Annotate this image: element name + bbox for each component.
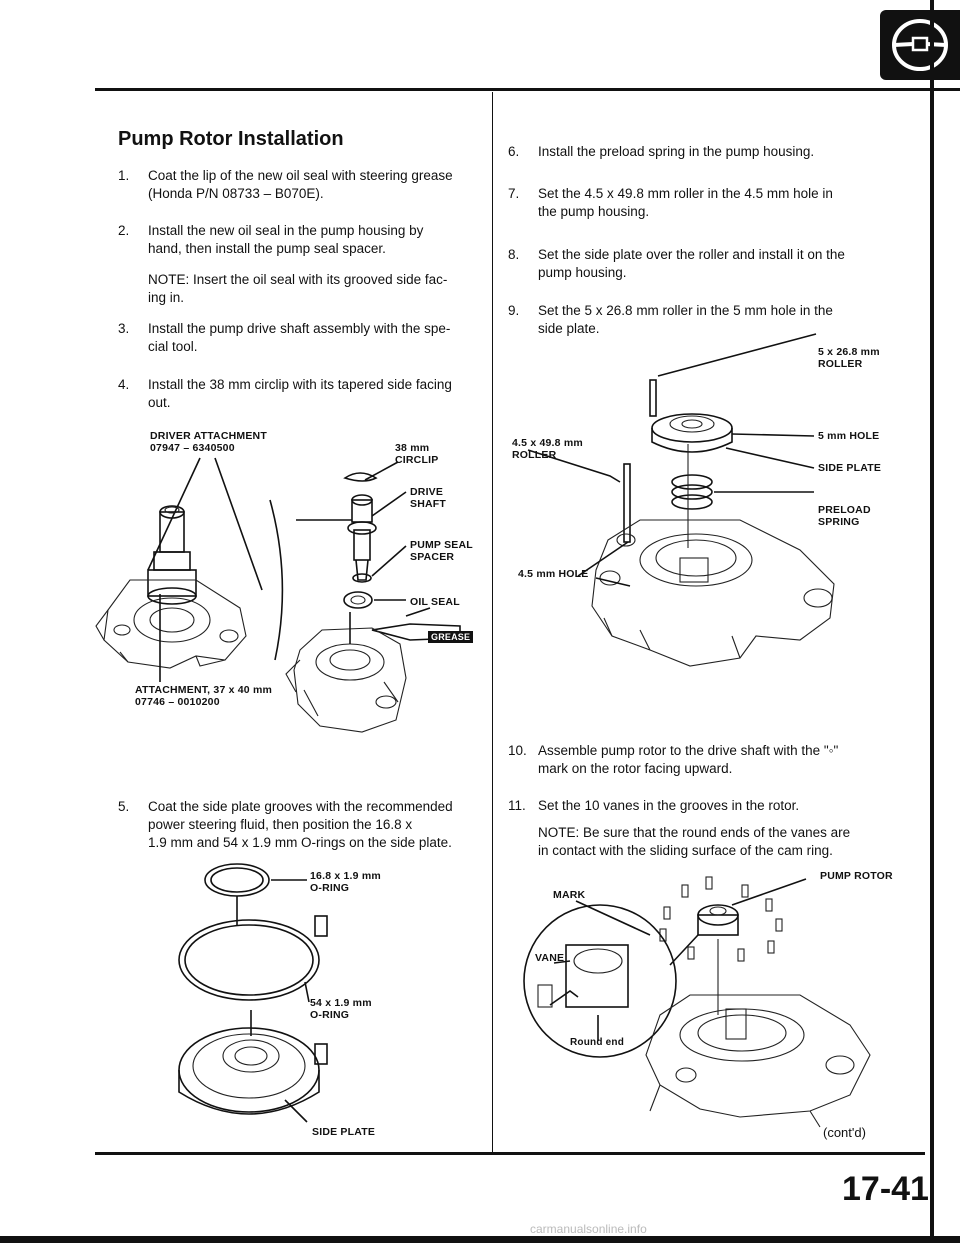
continued-note: (cont'd)	[823, 1125, 866, 1140]
figure-rotor-vanes	[523, 876, 871, 1128]
page-number: 17-41	[842, 1170, 929, 1208]
page-title: Pump Rotor Installation	[118, 128, 344, 150]
figure-drive-shaft-install	[95, 457, 461, 733]
label-oil-seal: OIL SEAL	[410, 596, 460, 608]
label-pump-rotor: PUMP ROTOR	[820, 870, 893, 882]
figure-side-plate-orings	[178, 863, 328, 1123]
label-mark: MARK	[553, 889, 586, 901]
label-round-end: Round end	[570, 1037, 625, 1048]
note-vanes: NOTE: Be sure that the round ends of the…	[538, 825, 851, 858]
footer-bar	[0, 1236, 960, 1243]
label-side-plate-right: SIDE PLATE	[818, 462, 882, 474]
label-side-plate-left: SIDE PLATE	[312, 1126, 376, 1138]
label-hole-45: 4.5 mm HOLE	[518, 568, 589, 580]
label-hole-5: 5 mm HOLE	[818, 430, 880, 442]
label-grease: GREASE	[428, 631, 474, 643]
note-oil-seal: NOTE: Insert the oil seal with its groov…	[148, 272, 448, 305]
footer-watermark: carmanualsonline.info	[530, 1222, 647, 1236]
section-tab-steering-wheel-icon	[880, 10, 960, 80]
column-divider	[492, 92, 493, 1152]
bottom-rule	[95, 1152, 925, 1155]
top-rule	[95, 88, 960, 91]
page-spine	[930, 0, 934, 1243]
figure-rollers-side-plate	[527, 333, 835, 667]
label-vane: VANE	[535, 952, 565, 964]
